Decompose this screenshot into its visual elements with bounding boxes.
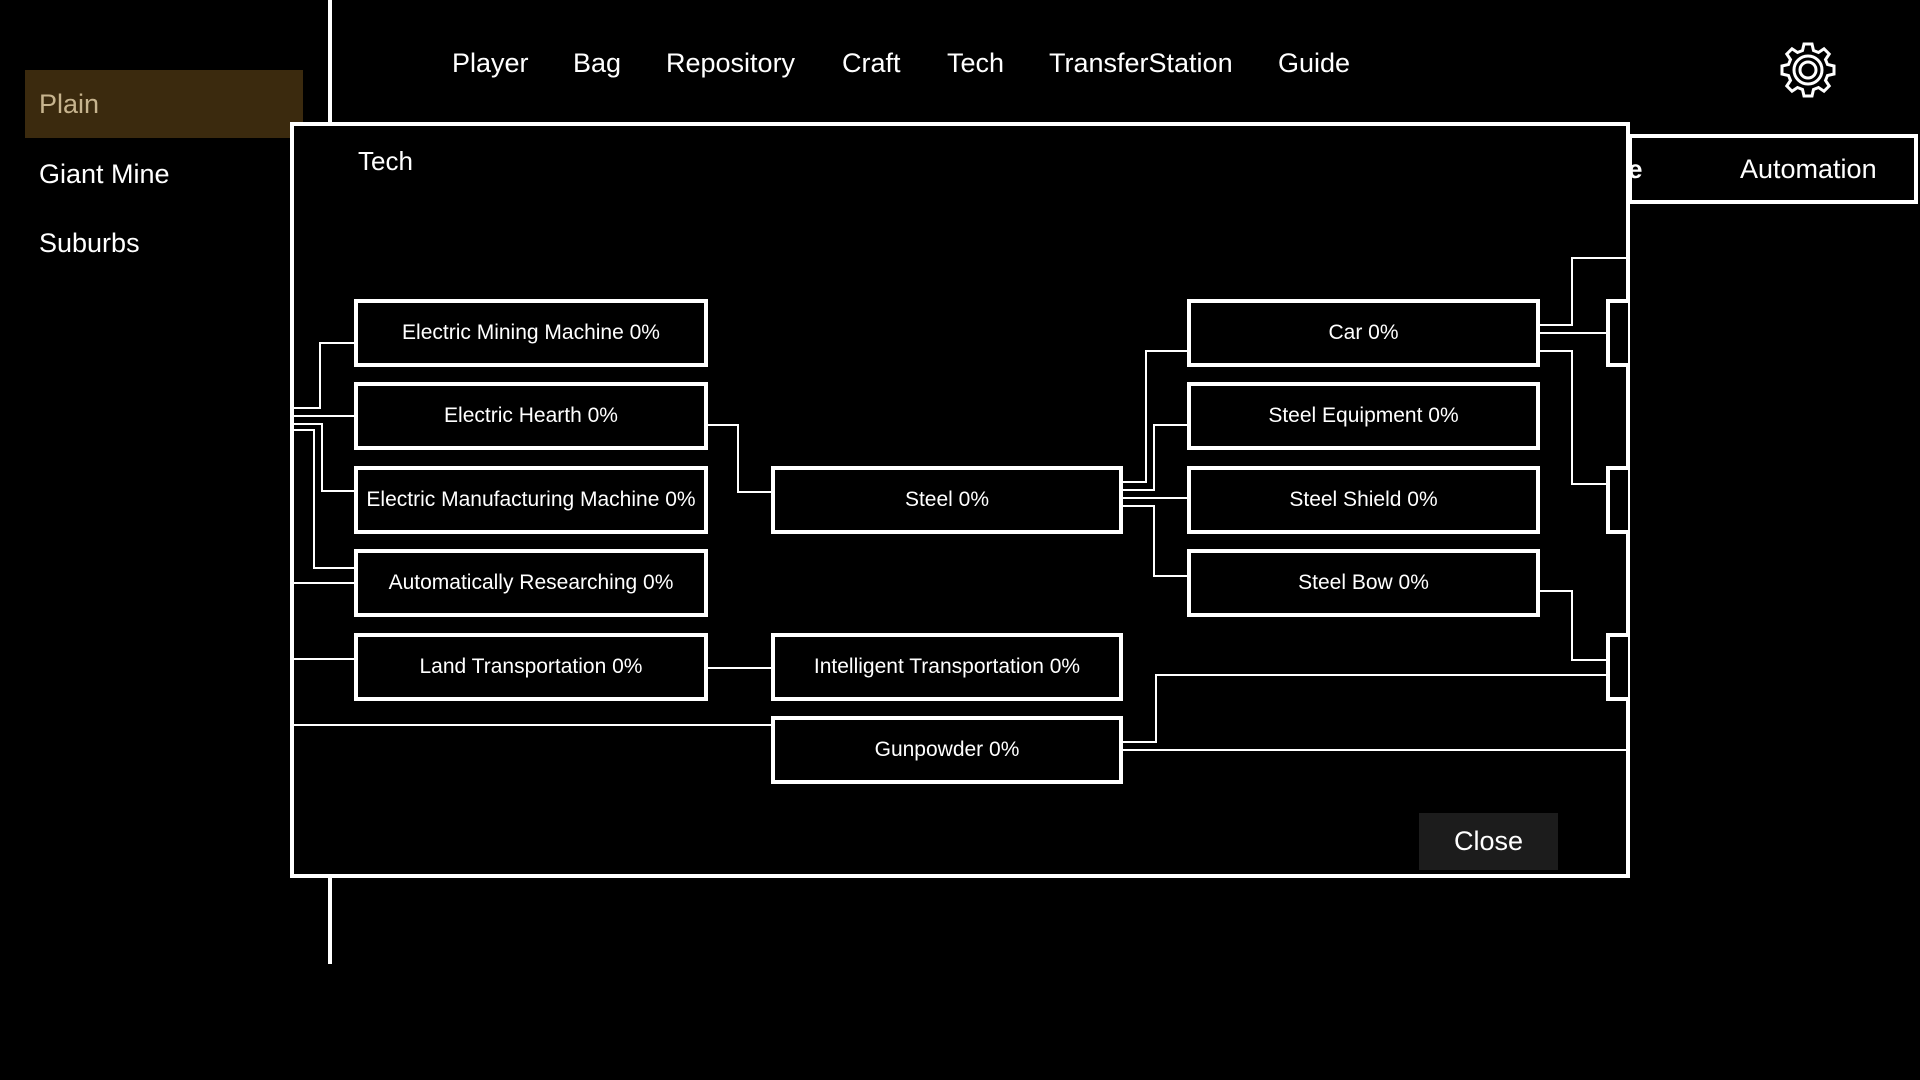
- tech-node-clipped-3[interactable]: [1606, 633, 1628, 701]
- tech-node-electric-hearth[interactable]: Electric Hearth 0%: [354, 382, 708, 450]
- nav-guide[interactable]: Guide: [1278, 48, 1351, 78]
- sidebar-item-giant-mine[interactable]: Giant Mine: [39, 159, 170, 189]
- nav-tech[interactable]: Tech: [947, 48, 1005, 78]
- tech-node-steel-equipment[interactable]: Steel Equipment 0%: [1187, 382, 1540, 450]
- nav-transferstation[interactable]: TransferStation: [1049, 48, 1233, 78]
- nav-repository[interactable]: Repository: [666, 48, 796, 78]
- nav-craft[interactable]: Craft: [842, 48, 901, 78]
- tech-node-steel-shield[interactable]: Steel Shield 0%: [1187, 466, 1540, 534]
- background-tab-partial-label[interactable]: e: [1628, 154, 1643, 184]
- background-tab-bar: [1628, 134, 1918, 204]
- top-navigation: Player Bag Repository Craft Tech Transfe…: [0, 0, 1920, 120]
- sidebar-item-plain[interactable]: Plain: [25, 70, 303, 138]
- tech-node-gunpowder[interactable]: Gunpowder 0%: [771, 716, 1123, 784]
- background-tab-automation[interactable]: Automation: [1740, 154, 1877, 184]
- location-sidebar: Plain Giant Mine Suburbs: [0, 0, 328, 1080]
- nav-player[interactable]: Player: [452, 48, 529, 78]
- tech-node-clipped-2[interactable]: [1606, 466, 1628, 534]
- nav-bag[interactable]: Bag: [573, 48, 622, 78]
- tech-node-automatically-researching[interactable]: Automatically Researching 0%: [354, 549, 708, 617]
- tech-node-clipped-1[interactable]: [1606, 299, 1628, 367]
- tech-node-land-transportation[interactable]: Land Transportation 0%: [354, 633, 708, 701]
- tech-node-steel-bow[interactable]: Steel Bow 0%: [1187, 549, 1540, 617]
- tech-node-electric-manufacturing-machine[interactable]: Electric Manufacturing Machine 0%: [354, 466, 708, 534]
- tech-node-electric-mining-machine[interactable]: Electric Mining Machine 0%: [354, 299, 708, 367]
- gear-icon[interactable]: [1778, 40, 1838, 100]
- sidebar-item-suburbs[interactable]: Suburbs: [39, 228, 140, 258]
- tech-node-car[interactable]: Car 0%: [1187, 299, 1540, 367]
- tech-node-steel[interactable]: Steel 0%: [771, 466, 1123, 534]
- dialog-title: Tech: [358, 146, 413, 176]
- tech-node-intelligent-transportation[interactable]: Intelligent Transportation 0%: [771, 633, 1123, 701]
- close-button[interactable]: Close: [1419, 813, 1558, 870]
